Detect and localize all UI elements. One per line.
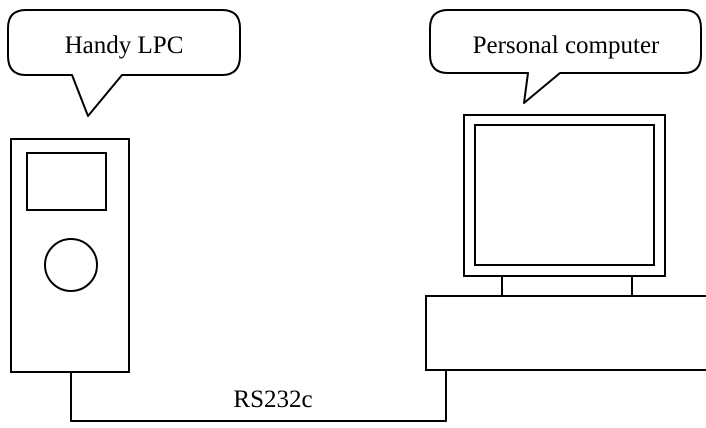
handy-lpc-callout: Handy LPC (7, 9, 241, 117)
handy-lpc-button (44, 238, 98, 292)
handy-lpc-bubble-shape (7, 9, 241, 117)
personal-computer-label: Personal computer (473, 32, 660, 59)
cable-line (70, 369, 447, 422)
monitor-screen (474, 124, 655, 266)
personal-computer-bubble-shape (429, 9, 702, 104)
cable-label: RS232c (233, 386, 312, 413)
monitor-stand (501, 275, 633, 297)
desktop-base-unit (425, 295, 706, 371)
handy-lpc-screen (26, 152, 107, 211)
rs232c-cable: RS232c (70, 369, 447, 422)
handy-lpc-device (10, 138, 130, 373)
personal-computer (425, 114, 706, 371)
handy-lpc-label: Handy LPC (65, 32, 184, 59)
personal-computer-callout: Personal computer (429, 9, 702, 104)
